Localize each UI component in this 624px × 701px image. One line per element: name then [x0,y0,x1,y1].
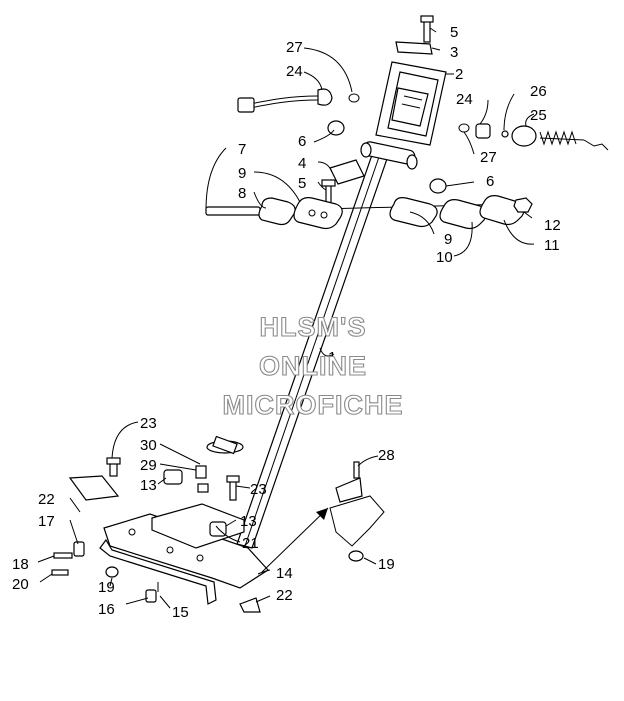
callout-26: 26 [530,83,547,100]
callout-25: 25 [530,107,547,124]
tie-rod-assembly [205,195,533,230]
callout-12: 12 [544,217,561,234]
callout-20: 20 [12,576,29,593]
callout-28: 28 [378,447,395,464]
callout-7: 7 [238,141,246,158]
steering-post [206,141,418,549]
lower-bracket-assembly [51,457,385,613]
callout-9-left: 9 [238,165,246,182]
callout-4: 4 [298,155,306,172]
callout-10: 10 [436,249,453,266]
throttle-switch-right [458,123,609,151]
watermark-line-3: MICROFICHE [223,390,404,420]
callout-27-right: 27 [480,149,497,166]
callout-15: 15 [172,604,189,621]
callout-19-right: 19 [378,556,395,573]
callout-30: 30 [140,437,157,454]
callouts: 5 3 27 24 2 26 24 25 6 4 27 7 9 5 6 8 12… [12,24,561,621]
callout-1: 1 [328,349,336,366]
throttle-switch-left [237,88,360,113]
callout-5-top: 5 [450,24,458,41]
callout-19-left: 19 [98,579,115,596]
callout-17: 17 [38,513,55,530]
leader-lines [37,27,535,609]
callout-13-right: 13 [240,513,257,530]
callout-18: 18 [12,556,29,573]
callout-29: 29 [140,457,157,474]
callout-13-left: 13 [140,477,157,494]
callout-21: 21 [242,535,259,552]
callout-23-right: 23 [250,481,267,498]
callout-22-left: 22 [38,491,55,508]
callout-23-left: 23 [140,415,157,432]
callout-9-right: 9 [444,231,452,248]
callout-16: 16 [98,601,115,618]
callout-6-left: 6 [298,133,306,150]
callout-8: 8 [238,185,246,202]
callout-24-right: 24 [456,91,473,108]
watermark-line-2: ONLINE [259,351,367,381]
callout-3: 3 [450,44,458,61]
handlebar-block [375,15,447,146]
watermark: HLSM'S ONLINE MICROFICHE [222,311,404,420]
watermark-line-1: HLSM'S [260,312,367,342]
callout-14: 14 [276,565,293,582]
callout-6-right: 6 [486,173,494,190]
callout-11: 11 [544,237,560,254]
callout-27-top: 27 [286,39,303,56]
callout-24-left: 24 [286,63,303,80]
callout-2: 2 [455,66,463,83]
callout-5-mid: 5 [298,175,306,192]
callout-22-right: 22 [276,587,293,604]
